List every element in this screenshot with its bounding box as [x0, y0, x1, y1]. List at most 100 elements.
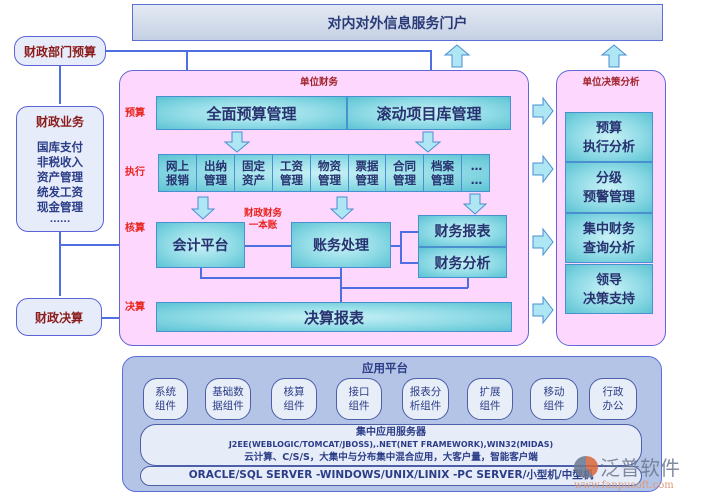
connector-line [391, 245, 401, 247]
info-service-portal: 对内对外信息服务门户 [132, 4, 663, 41]
financial-analysis-box: 财务分析 [418, 247, 507, 278]
decision-item-line: 执行分析 [582, 140, 635, 155]
unit-finance-title: 单位财务 [300, 77, 339, 88]
platform-component: 系统组件 [143, 378, 188, 420]
exec-module-line: 档案 [431, 159, 454, 173]
stage-label-execute: 执行 [125, 167, 145, 178]
business-item: 国库支付 [37, 140, 83, 154]
connector-line [340, 268, 342, 302]
exec-module-line: 物资 [318, 159, 341, 173]
down-arrow-icon [462, 193, 488, 215]
finance-business-box: 财政业务 国库支付 非税收入 资产管理 统发工资 现金管理 ...... [16, 106, 104, 232]
platform-component: 行政办公 [589, 378, 637, 420]
exec-module-line: 网上 [166, 159, 189, 173]
comprehensive-budget-box: 全面预算管理 [156, 96, 347, 130]
exec-module: 物资管理 [311, 155, 349, 191]
financial-report-label: 财务报表 [434, 224, 491, 240]
ledger-note-line: 财政财务 [244, 208, 283, 219]
platform-component: 移动组件 [530, 378, 578, 420]
right-arrow-icon [532, 154, 554, 184]
connector-line [59, 232, 61, 296]
connector-line [106, 50, 431, 52]
exec-module-line: 报销 [166, 173, 189, 187]
exec-module-line: 出纳 [204, 159, 227, 173]
exec-module: 工资管理 [273, 155, 311, 191]
stage-label-budget: 预算 [125, 108, 145, 119]
accounting-platform-label: 会计平台 [172, 238, 229, 254]
exec-module-line: 管理 [355, 173, 379, 187]
financial-report-box: 财务报表 [418, 215, 507, 247]
platform-component: 核算组件 [271, 378, 317, 420]
exec-module-line: 工资 [280, 159, 303, 173]
exec-module-line: 资产 [242, 173, 265, 187]
dept-budget-label: 财政部门预算 [23, 44, 96, 59]
decision-item-line: 分级 [595, 171, 622, 186]
right-arrow-icon [532, 295, 554, 325]
connector-line [200, 268, 202, 278]
component-line: 行政 [602, 386, 624, 398]
watermark-brand: 泛普软件 [600, 456, 680, 480]
decision-item: 领导决策支持 [565, 264, 653, 314]
up-arrow-icon [443, 44, 471, 68]
decision-item-line: 预警管理 [582, 190, 635, 205]
platform-component: 接口组件 [336, 378, 382, 420]
brand-logo-icon [574, 456, 598, 478]
decision-item-line: 决策支持 [582, 292, 635, 307]
connector-line [59, 66, 61, 104]
down-arrow-icon [223, 131, 251, 153]
component-line: 组件 [479, 400, 501, 412]
platform-title: 应用平台 [362, 361, 408, 375]
exec-module-line: 管理 [318, 173, 341, 187]
component-line: 组件 [155, 400, 176, 412]
exec-module-line: … [470, 173, 483, 187]
exec-module: 固定资产 [235, 155, 273, 191]
connector-line [400, 231, 418, 233]
watermark: 泛普软件 www.fanpusoft.com [574, 452, 702, 498]
stage-label-final: 决算 [125, 302, 145, 313]
exec-module-line: 管理 [204, 173, 227, 187]
watermark-url: www.fanpusoft.com [574, 480, 674, 491]
component-line: 组件 [348, 400, 370, 412]
right-arrow-icon [532, 96, 554, 126]
component-line: 核算 [283, 386, 305, 398]
connector-line [467, 278, 469, 288]
decision-item-line: 集中财务 [582, 222, 635, 237]
connector-line [59, 244, 154, 246]
exec-module-line: 合同 [393, 159, 416, 173]
dept-budget-box: 财政部门预算 [14, 36, 106, 66]
component-line: 系统 [155, 386, 176, 398]
app-server-line: 云计算、C/S/S，大集中与分布集中混合应用，大客户量，智能客户端 [244, 452, 538, 463]
ledger-note-line: 一本账 [248, 220, 278, 231]
comprehensive-budget-label: 全面预算管理 [206, 104, 297, 123]
exec-module: 出纳管理 [197, 155, 235, 191]
business-item: 现金管理 [37, 200, 83, 214]
decision-item: 集中财务查询分析 [565, 213, 653, 263]
decision-item: 预算执行分析 [565, 112, 653, 162]
component-line: 报表分 [409, 386, 442, 398]
exec-module-line: 管理 [393, 173, 416, 187]
component-line: 接口 [348, 386, 370, 398]
component-line: 移动 [543, 386, 565, 398]
component-line: 办公 [602, 400, 624, 412]
account-processing-label: 账务处理 [313, 238, 369, 254]
decision-item-line: 查询分析 [582, 241, 635, 256]
exec-module: 票据管理 [349, 155, 386, 191]
down-arrow-icon [329, 196, 355, 220]
connector-line [200, 277, 341, 279]
business-item: 统发工资 [37, 185, 83, 199]
exec-module: 档案管理 [424, 155, 462, 191]
component-line: 据组件 [212, 400, 244, 412]
account-processing-box: 账务处理 [291, 222, 391, 268]
connector-line [340, 287, 468, 289]
exec-module-line: 管理 [280, 173, 303, 187]
decision-item-line: 领导 [595, 273, 622, 288]
stage-label-accounting: 核算 [125, 223, 145, 234]
down-arrow-icon [190, 196, 216, 220]
platform-component: 基础数据组件 [205, 378, 251, 420]
final-report-box: 决算报表 [156, 302, 512, 332]
app-server-box: 集中应用服务器 J2EE(WEBLOGIC/TOMCAT/JBOSS),.NET… [140, 424, 642, 466]
up-arrow-icon [600, 44, 628, 68]
exec-module-line: 管理 [431, 173, 454, 187]
business-item: 非税收入 [37, 155, 83, 169]
portal-title: 对内对外信息服务门户 [327, 15, 468, 32]
